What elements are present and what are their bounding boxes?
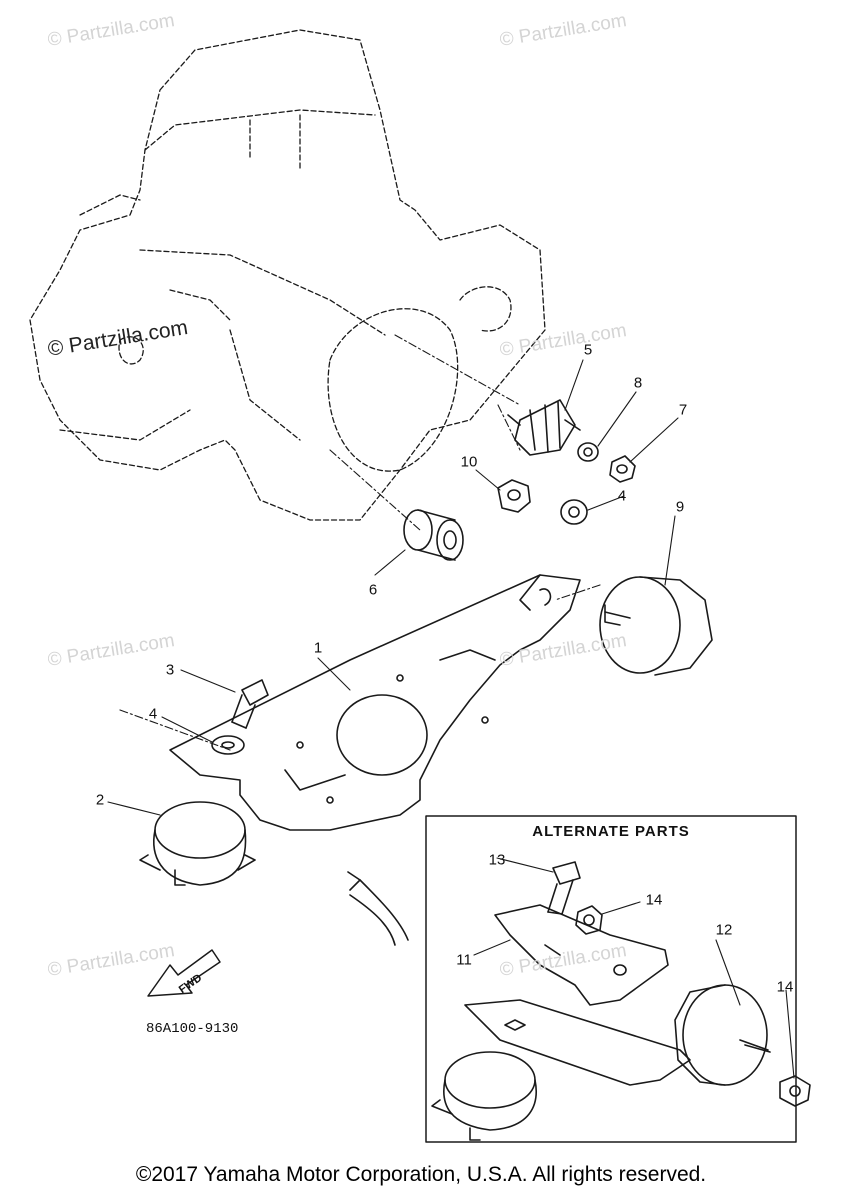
callout-11: 11 — [456, 951, 472, 969]
callout-5: 5 — [583, 341, 593, 359]
guide-lines — [119, 334, 601, 751]
callout-10: 10 — [460, 453, 478, 471]
callout-3: 3 — [165, 661, 175, 679]
part-9-mount — [599, 576, 713, 676]
callout-4: 4 — [148, 705, 158, 723]
part-10-nut — [497, 479, 531, 513]
alternate-lower-mount — [431, 1051, 537, 1141]
callout-14: 14 — [776, 978, 794, 996]
fwd-arrow — [147, 949, 221, 997]
callout-4: 4 — [617, 487, 627, 505]
part-6-bushing — [403, 509, 464, 561]
part-4-washer-lower — [211, 735, 245, 755]
callout-14: 14 — [645, 891, 663, 909]
callout-7: 7 — [678, 401, 688, 419]
part-13-bolt — [547, 861, 581, 915]
part-14-nut-lower — [779, 1075, 811, 1107]
part-3-bolt — [231, 679, 269, 729]
part-1-bracket — [169, 574, 581, 831]
part-2-mount — [139, 801, 256, 886]
callout-8: 8 — [633, 374, 643, 392]
part-7-nut — [609, 455, 636, 483]
alternate-parts-frame — [425, 815, 797, 1143]
copyright-footer: ©2017 Yamaha Motor Corporation, U.S.A. A… — [135, 1163, 707, 1186]
curved-arrow — [347, 871, 409, 946]
callout-2: 2 — [95, 791, 105, 809]
alternate-parts-title: ALTERNATE PARTS — [532, 823, 690, 840]
part-5-damper — [507, 399, 581, 456]
callout-6: 6 — [368, 581, 378, 599]
callout-1: 1 — [313, 639, 323, 657]
leader-lines — [107, 359, 795, 1079]
part-8-washer — [577, 442, 599, 462]
part-12-mount — [674, 984, 771, 1086]
callout-12: 12 — [715, 921, 733, 939]
part-4-washer-upper — [560, 499, 588, 525]
callout-13: 13 — [488, 851, 506, 869]
part-11-bracket — [494, 904, 669, 1006]
callout-9: 9 — [675, 498, 685, 516]
alternate-lower-plate — [464, 999, 691, 1086]
reference-code: 86A100-9130 — [146, 1021, 239, 1037]
engine-outline — [29, 29, 546, 521]
